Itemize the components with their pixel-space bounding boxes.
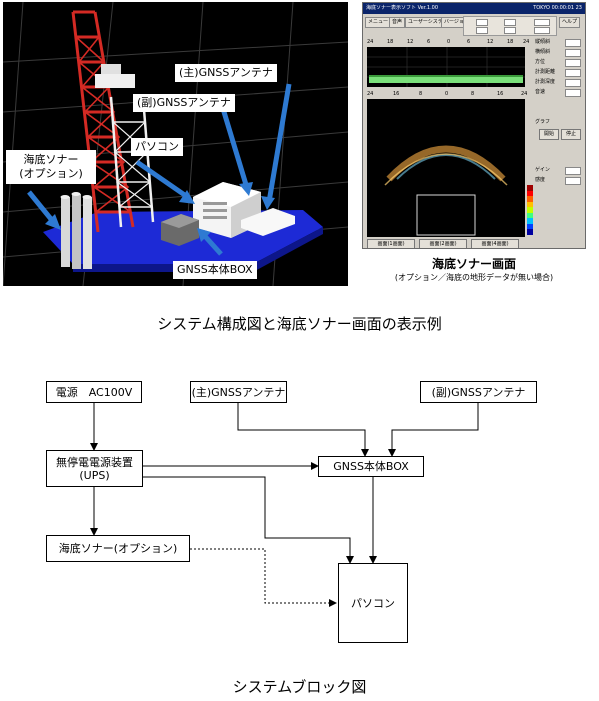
connector-ups-pc xyxy=(143,476,354,564)
tab-4-screen[interactable]: 画面(4画面) xyxy=(471,239,519,248)
callout-sub-antenna: (副)GNSSアンテナ xyxy=(133,94,235,112)
tab-2-screen[interactable]: 画面(2画面) xyxy=(419,239,467,248)
panel-label: 計測距離 xyxy=(535,69,556,75)
block-pc: パソコン xyxy=(338,563,408,643)
tick-label: 6 xyxy=(467,39,471,45)
mid-scale: 24 16 8 0 8 16 24 xyxy=(367,91,527,99)
tick-label: 0 xyxy=(445,91,449,97)
menu-item-audio[interactable]: 音声 xyxy=(389,17,406,28)
colorbar-segment xyxy=(527,184,533,191)
block-power: 電源 AC100V xyxy=(46,381,142,403)
status-readouts xyxy=(463,16,557,36)
panel-label: 音速 xyxy=(535,89,546,95)
main-antenna-shape xyxy=(95,74,135,88)
colorbar-segment xyxy=(527,201,533,208)
colorbar-segment xyxy=(527,196,533,202)
connector-main-antenna-gnss xyxy=(237,403,369,457)
tick-label: 8 xyxy=(419,91,423,97)
colorbar-segment xyxy=(527,229,533,235)
colorbar-segment xyxy=(527,212,533,219)
block-sonar: 海底ソナー(オプション) xyxy=(46,535,190,562)
panel-label: 横傾斜 xyxy=(535,49,551,55)
panel-label: 計測深度 xyxy=(535,79,556,85)
white-tower xyxy=(109,96,155,228)
tick-label: 18 xyxy=(387,39,394,45)
panel-label: 縦傾斜 xyxy=(535,39,551,45)
tab-1-screen[interactable]: 画面(1画面) xyxy=(367,239,415,248)
connector-sub-antenna-gnss xyxy=(388,403,479,457)
top-scale: 24 18 12 6 0 6 12 18 24 xyxy=(367,39,530,47)
callout-arrows xyxy=(27,83,292,256)
window-title: 海底ソナー表示ソフト Ver.1.00 xyxy=(366,5,439,11)
depth-profile-graph xyxy=(367,47,525,87)
tick-label: 6 xyxy=(427,39,431,45)
gnss-box-shape xyxy=(161,214,199,246)
sonar-software-window: 海底ソナー表示ソフト Ver.1.00 TOKYO 00:00:01 23 メニ… xyxy=(362,2,586,249)
stop-button[interactable]: 停止 xyxy=(561,129,581,140)
start-button[interactable]: 開始 xyxy=(539,129,559,140)
value-box[interactable] xyxy=(565,167,581,175)
sonar-cylinders xyxy=(60,192,92,269)
block-gnss-box: GNSS本体BOX xyxy=(318,456,424,477)
panel-label: 方位 xyxy=(535,59,546,65)
sonar-control-panel: 縦傾斜 横傾斜 方位 計測距離 計測深度 音速 グラフ 開始 停止 ゲイン 感度 xyxy=(535,37,583,237)
value-box[interactable] xyxy=(565,59,581,67)
colorbar xyxy=(527,184,533,235)
tick-label: 24 xyxy=(523,39,530,45)
panel-label: 感度 xyxy=(535,177,546,183)
block-sub-gnss-antenna: (副)GNSSアンテナ xyxy=(420,381,537,403)
value-box[interactable] xyxy=(565,39,581,47)
colorbar-segment xyxy=(527,190,533,197)
colorbar-segment xyxy=(527,218,533,224)
tick-label: 16 xyxy=(393,91,400,97)
colorbar-segment xyxy=(527,207,533,213)
tick-label: 0 xyxy=(447,39,451,45)
figure1-caption: システム構成図と海底ソナー画面の表示例 xyxy=(157,315,442,333)
block-diagram-caption: システムブロック図 xyxy=(232,678,367,696)
panel-label: ゲイン xyxy=(535,167,550,173)
tick-label: 24 xyxy=(521,91,528,97)
window-title-right: TOKYO 00:00:01 23 xyxy=(533,5,582,11)
callout-pc: パソコン xyxy=(131,138,183,156)
value-box[interactable] xyxy=(565,89,581,97)
tick-label: 12 xyxy=(407,39,414,45)
callout-main-antenna: (主)GNSSアンテナ xyxy=(175,64,277,82)
sonar-screen-subcaption: (オプション／海底の地形データが無い場合) xyxy=(394,273,554,282)
tick-label: 24 xyxy=(367,39,374,45)
tick-label: 24 xyxy=(367,91,374,97)
value-box[interactable] xyxy=(565,69,581,77)
menu-item-help[interactable]: ヘルプ xyxy=(559,17,581,28)
value-box[interactable] xyxy=(565,79,581,87)
block-main-gnss-antenna: (主)GNSSアンテナ xyxy=(190,381,287,403)
connector-sonar-pc xyxy=(190,548,337,607)
red-tower xyxy=(71,10,135,233)
callout-gnss-box: GNSS本体BOX xyxy=(173,261,257,279)
tick-label: 16 xyxy=(497,91,504,97)
panel-label: グラフ xyxy=(535,119,551,125)
value-box[interactable] xyxy=(565,177,581,185)
callout-sonar: 海底ソナー (オプション) xyxy=(6,150,96,184)
tick-label: 18 xyxy=(507,39,514,45)
sonar-image xyxy=(367,99,525,237)
colorbar-segment xyxy=(527,223,533,230)
system-configuration-scene: (主)GNSSアンテナ (副)GNSSアンテナ パソコン 海底ソナー (オプショ… xyxy=(3,2,348,286)
sonar-screen-caption: 海底ソナー画面 xyxy=(431,257,516,271)
tick-label: 8 xyxy=(471,91,475,97)
window-title-bar: 海底ソナー表示ソフト Ver.1.00 TOKYO 00:00:01 23 xyxy=(363,3,585,14)
value-box[interactable] xyxy=(565,49,581,57)
block-ups: 無停電電源装置 (UPS) xyxy=(46,450,143,487)
tick-label: 12 xyxy=(487,39,494,45)
